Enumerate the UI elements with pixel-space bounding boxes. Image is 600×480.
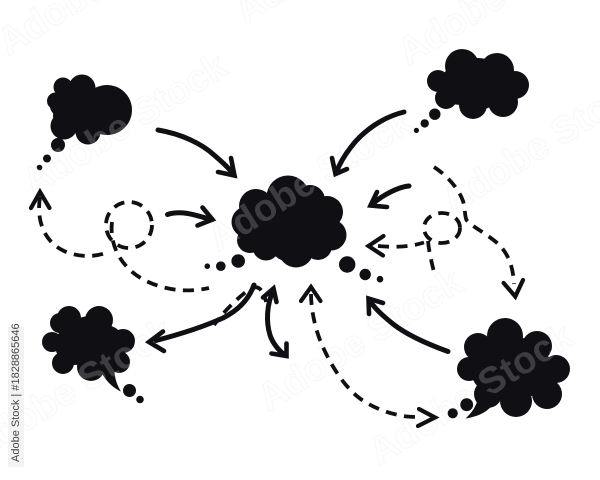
svg-text:Adobe Stock | #1828865646: Adobe Stock | #1828865646 [10, 323, 22, 462]
